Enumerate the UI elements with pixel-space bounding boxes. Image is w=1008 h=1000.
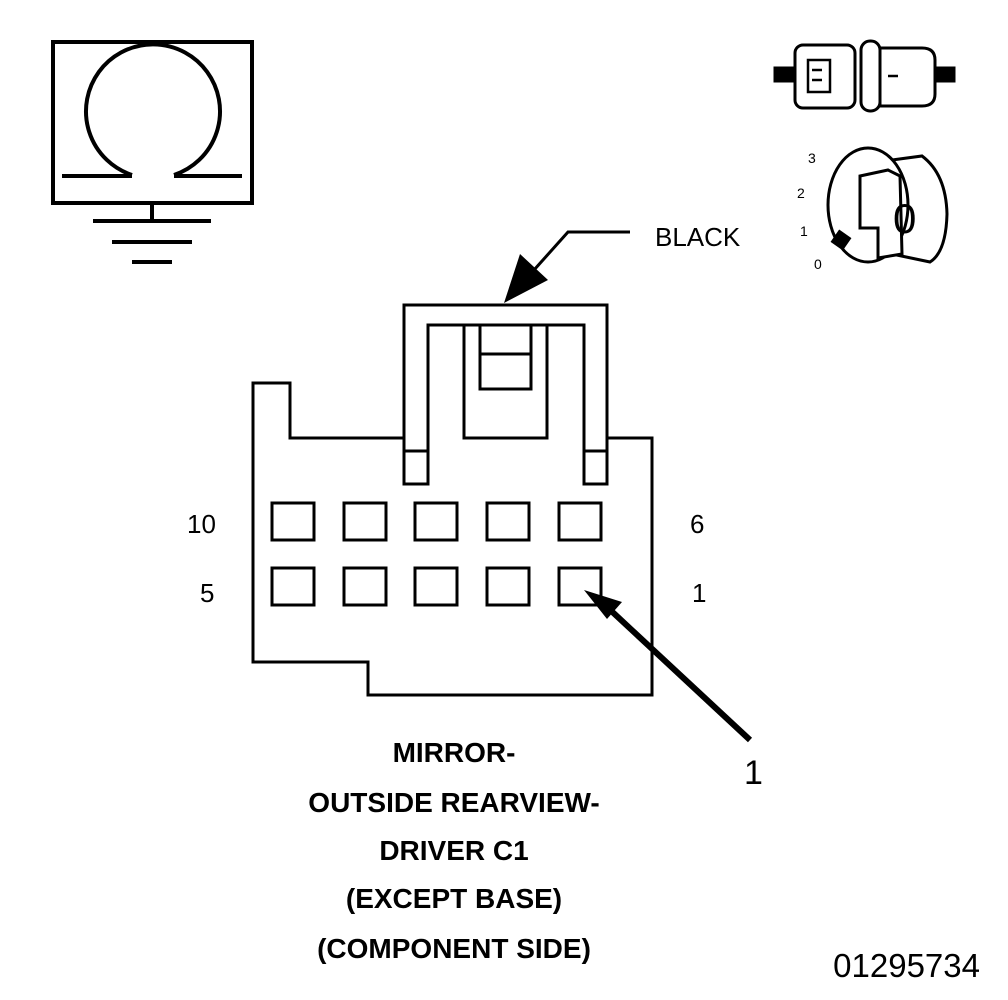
cavity-2 — [485, 566, 531, 607]
connector-body — [251, 303, 654, 697]
ignition-pos-3: 3 — [808, 150, 816, 166]
callout-leader-line — [603, 603, 753, 743]
title-line-4: (EXCEPT BASE) — [346, 883, 562, 914]
pin-label-6: 6 — [690, 509, 704, 539]
color-leader-arrowhead — [504, 254, 548, 303]
figure-id: 01295734 — [833, 947, 980, 984]
cavity-5 — [270, 566, 316, 607]
color-leader-line — [532, 230, 630, 272]
inline-connector-icon — [773, 39, 956, 113]
connector-color-label: BLACK — [655, 222, 741, 252]
ignition-pos-1: 1 — [800, 223, 808, 239]
cavity-3 — [413, 566, 459, 607]
title-line-3: DRIVER C1 — [379, 835, 528, 866]
pin-label-10: 10 — [187, 509, 216, 539]
pin-label-5: 5 — [200, 578, 214, 608]
callout-number: 1 — [744, 754, 763, 792]
cavity-6 — [557, 501, 603, 542]
cavity-9 — [342, 501, 388, 542]
connector-title: MIRROR- OUTSIDE REARVIEW- DRIVER C1 (EXC… — [308, 737, 599, 964]
cavity-10 — [270, 501, 316, 542]
ignition-pos-0: 0 — [814, 256, 822, 272]
key-symbol: 0 — [893, 195, 916, 242]
callout-arrowhead — [584, 590, 622, 619]
ignition-key-icon: 3 2 1 0 0 — [797, 146, 949, 272]
cavity-grid — [270, 501, 603, 607]
cavity-7 — [485, 501, 531, 542]
title-line-1: MIRROR- — [393, 737, 516, 768]
cavity-1 — [557, 566, 603, 607]
ohmmeter-ground-icon — [51, 40, 254, 264]
title-line-2: OUTSIDE REARVIEW- — [308, 787, 599, 818]
ignition-pos-2: 2 — [797, 185, 805, 201]
cavity-4 — [342, 566, 388, 607]
title-line-5: (COMPONENT SIDE) — [317, 933, 591, 964]
pin-label-1: 1 — [692, 578, 706, 608]
cavity-8 — [413, 501, 459, 542]
